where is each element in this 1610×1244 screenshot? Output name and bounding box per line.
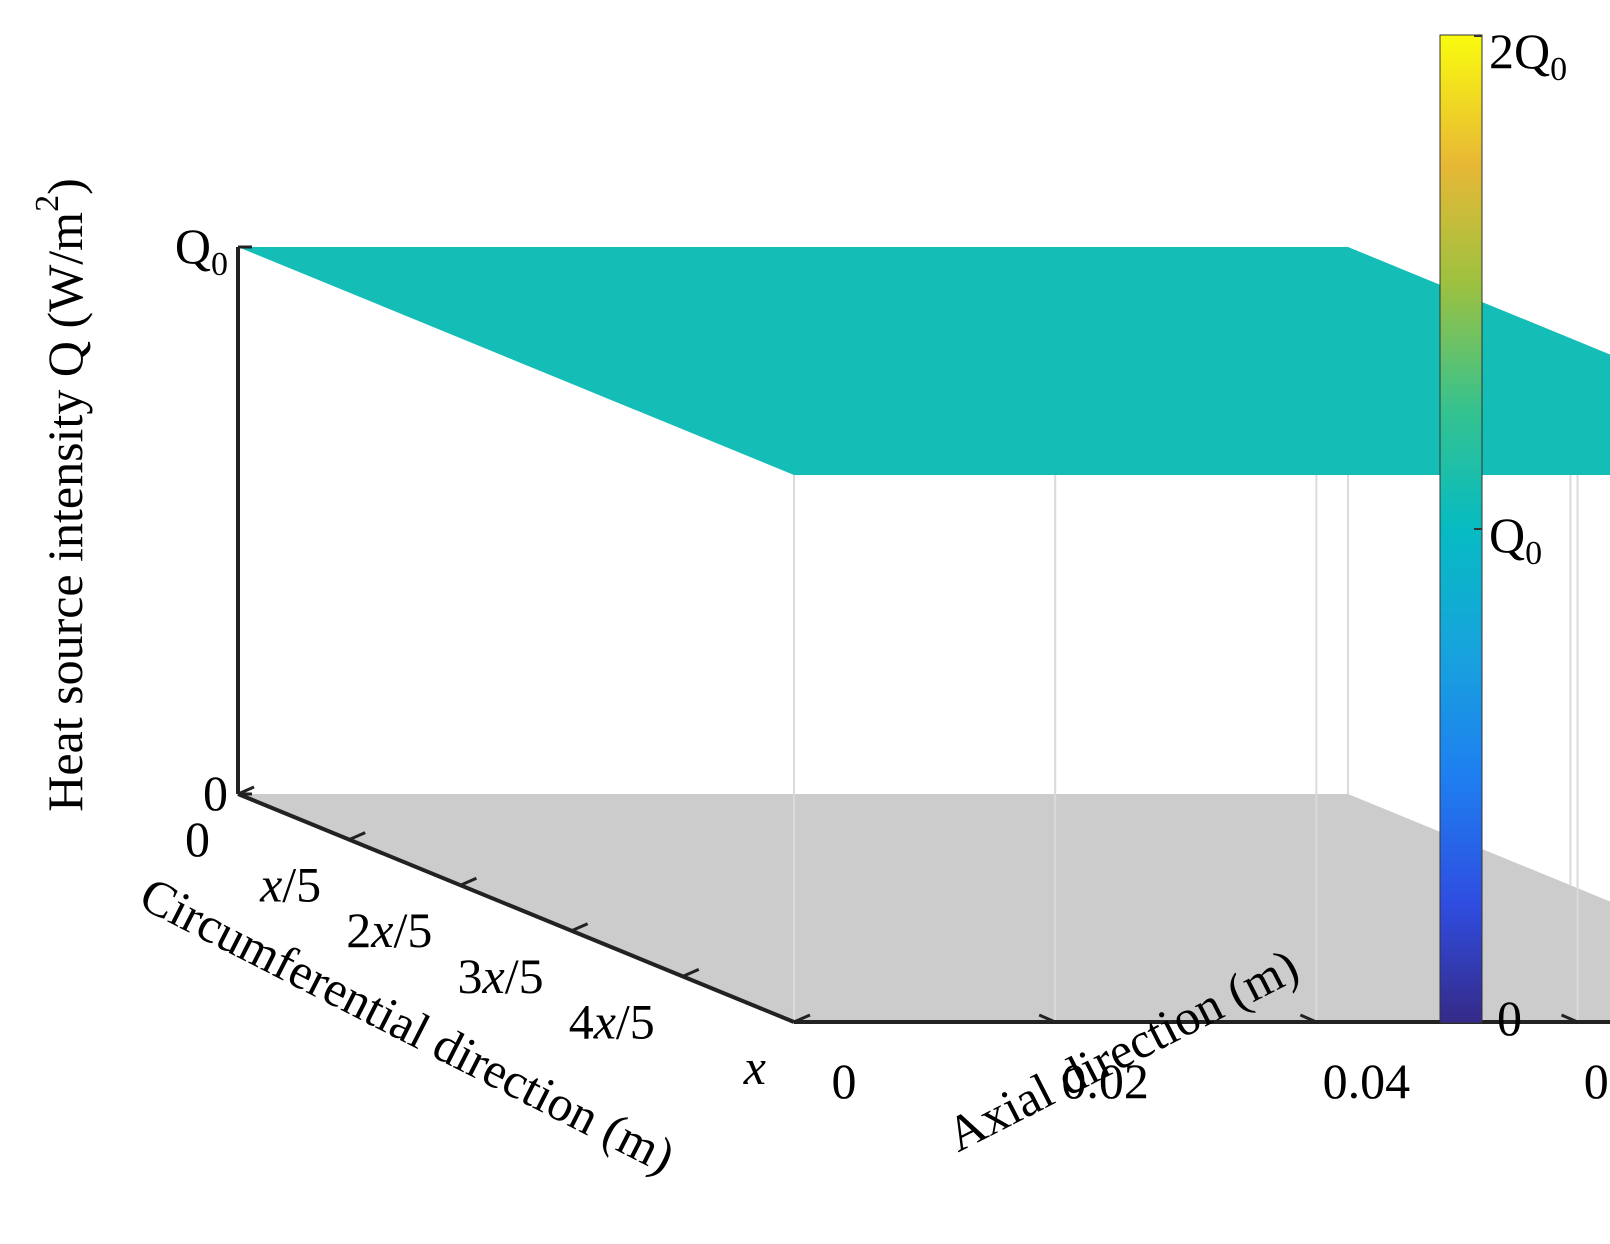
y-tick-3 xyxy=(1560,1013,1579,1024)
x-tick-label-3: 3x/5 xyxy=(457,948,543,1004)
heat-source-surface xyxy=(238,247,1610,475)
z-tick-label-1: Q0 xyxy=(175,218,228,283)
axis-lines xyxy=(236,247,1610,1024)
colorbar-tick-label-0: 0 xyxy=(1497,990,1522,1046)
tick-marks xyxy=(237,245,1579,1024)
y-tick-label-1: 0.02 xyxy=(1061,1053,1149,1109)
y-tick-label-2: 0.04 xyxy=(1323,1053,1411,1109)
x-tick-label-1: x/5 xyxy=(259,857,321,913)
x-tick-4 xyxy=(682,968,700,978)
y-tick-2 xyxy=(1299,1013,1317,1024)
x-tick-5 xyxy=(793,1013,811,1024)
y-tick-1 xyxy=(1038,1013,1056,1024)
x-tick-2 xyxy=(459,876,478,887)
x-tick-label-0: 0 xyxy=(185,811,210,867)
colorbar-tick-label-2: 2Q0 xyxy=(1489,23,1567,88)
x-tick-labels: 0 x/5 2x/5 3x/5 4x/5 x xyxy=(185,811,766,1095)
floor-plane xyxy=(238,794,1610,1022)
y-tick-label-0: 0 xyxy=(832,1053,857,1109)
colorbar-tick-label-1: Q0 xyxy=(1489,507,1542,572)
x-tick-3 xyxy=(570,922,589,933)
z-axis-label: Heat source intensity Q (W/m2) xyxy=(29,178,93,812)
x-tick-label-5: x xyxy=(743,1039,766,1095)
y-tick-0 xyxy=(777,1013,795,1024)
x-tick-label-4: 4x/5 xyxy=(569,993,655,1049)
x-tick-1 xyxy=(348,831,366,841)
x-tick-label-2: 2x/5 xyxy=(346,902,432,958)
y-tick-labels: 00.020.040.060.08 xyxy=(832,1053,1610,1109)
z-tick-label-0: 0 xyxy=(203,765,228,821)
x-axis-line xyxy=(237,792,795,1024)
y-tick-label-3: 0.06 xyxy=(1584,1053,1610,1109)
